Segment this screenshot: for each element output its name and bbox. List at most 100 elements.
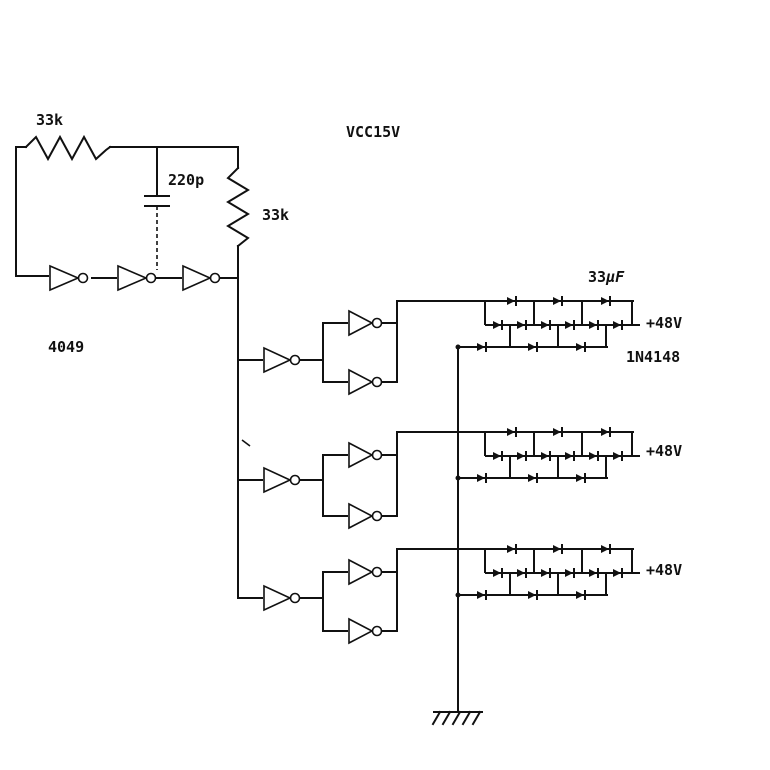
diode-body — [553, 428, 561, 436]
diode-body — [613, 569, 621, 577]
diode-icon — [541, 451, 551, 461]
diode-body — [589, 321, 597, 329]
diode-icon — [601, 427, 611, 437]
diode-body — [507, 545, 515, 553]
stage-wire — [299, 571, 348, 632]
diode-icon — [517, 568, 527, 578]
stage-3 — [263, 548, 469, 645]
diode-body — [541, 321, 549, 329]
inverter-icon — [348, 309, 383, 337]
diode-icon — [493, 451, 503, 461]
diode-icon — [576, 342, 586, 352]
diode-icon — [541, 320, 551, 330]
diode-body — [541, 452, 549, 460]
diode-icon — [589, 451, 599, 461]
multiplier-block-1 — [455, 296, 640, 352]
diode-icon — [517, 451, 527, 461]
diode-icon — [553, 427, 563, 437]
diode-icon — [528, 473, 538, 483]
diode-icon — [565, 451, 575, 461]
inverter-icon — [348, 617, 383, 645]
diode-icon — [576, 590, 586, 600]
diode-body — [601, 297, 609, 305]
diode-body — [553, 297, 561, 305]
diode-label: 1N4148 — [626, 348, 680, 366]
diode-body — [576, 343, 584, 351]
diode-icon — [576, 473, 586, 483]
diode-body — [589, 452, 597, 460]
diode-body — [565, 321, 573, 329]
ic-label: 4049 — [48, 338, 84, 356]
inverter-icon — [263, 466, 301, 494]
output-label-3: +48V — [646, 561, 682, 579]
voltage-multipliers — [455, 296, 640, 600]
stage-wire — [299, 454, 348, 517]
diode-icon — [589, 568, 599, 578]
diode-icon — [613, 451, 623, 461]
junction-dot — [455, 475, 461, 481]
diode-icon — [553, 296, 563, 306]
resistor-r2 — [226, 166, 250, 248]
inverter-icon — [348, 502, 383, 530]
inverter-icon — [348, 558, 383, 586]
oscillator-bus — [237, 277, 263, 599]
diode-body — [517, 321, 525, 329]
output-label-1: +48V — [646, 314, 682, 332]
diode-icon — [565, 320, 575, 330]
diode-body — [517, 452, 525, 460]
diode-body — [528, 474, 536, 482]
diode-icon — [493, 320, 503, 330]
inverter-icon — [117, 264, 157, 292]
diode-icon — [477, 473, 487, 483]
diode-icon — [528, 590, 538, 600]
diode-body — [601, 428, 609, 436]
diode-body — [493, 569, 501, 577]
output-label-2: +48V — [646, 442, 682, 460]
diode-body — [613, 321, 621, 329]
inverter-icon — [348, 441, 383, 469]
diode-body — [576, 591, 584, 599]
diode-icon — [507, 427, 517, 437]
multiplier-block-2 — [455, 427, 640, 483]
diode-body — [528, 591, 536, 599]
top-wire — [109, 146, 239, 169]
diode-body — [565, 452, 573, 460]
oscillator — [15, 134, 250, 292]
junction-dot — [455, 592, 461, 598]
diode-icon — [528, 342, 538, 352]
diode-icon — [517, 320, 527, 330]
diode-body — [477, 591, 485, 599]
diode-body — [541, 569, 549, 577]
diode-icon — [493, 568, 503, 578]
inverter-icon — [182, 264, 221, 292]
bus-glitch — [241, 439, 251, 447]
ground-icon — [431, 710, 483, 726]
diode-body — [576, 474, 584, 482]
diode-body — [517, 569, 525, 577]
diode-icon — [477, 342, 487, 352]
diode-body — [477, 343, 485, 351]
capacitor-label: 220p — [168, 171, 204, 189]
diode-body — [528, 343, 536, 351]
diode-body — [565, 569, 573, 577]
diode-icon — [601, 296, 611, 306]
diode-body — [493, 321, 501, 329]
inverter-icon — [49, 264, 89, 292]
diode-body — [507, 297, 515, 305]
diode-icon — [477, 590, 487, 600]
diode-icon — [507, 296, 517, 306]
diode-icon — [613, 320, 623, 330]
diode-body — [477, 474, 485, 482]
junction-dot — [455, 344, 461, 350]
stage-2 — [263, 431, 469, 530]
diode-icon — [541, 568, 551, 578]
inverter-icon — [263, 346, 301, 374]
diode-icon — [601, 544, 611, 554]
resistor-r1 — [24, 134, 112, 162]
diode-body — [507, 428, 515, 436]
diode-body — [589, 569, 597, 577]
diode-icon — [507, 544, 517, 554]
diode-body — [613, 452, 621, 460]
inverter-icon — [348, 368, 383, 396]
